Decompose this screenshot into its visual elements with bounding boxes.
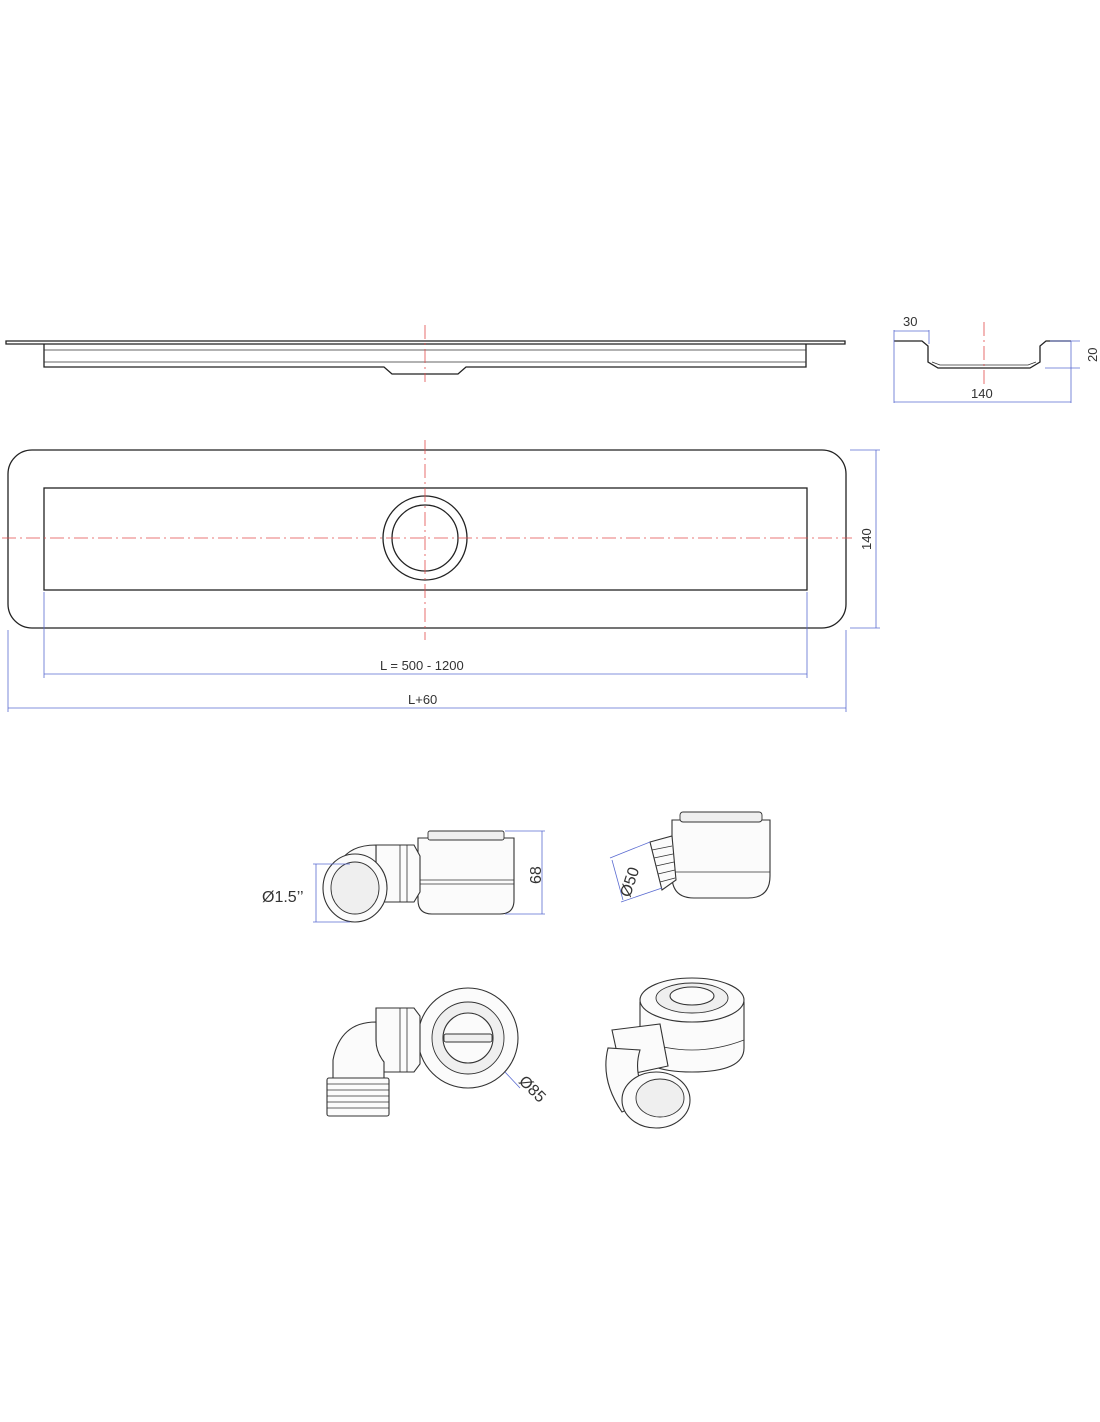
siphon-isometric-view — [605, 977, 745, 1129]
siphon-side-view: Ø1.5’’ 68 — [262, 830, 545, 923]
dim-drain-width: 140 — [859, 528, 874, 550]
siphon-top-cap — [427, 830, 505, 841]
plan-channel — [43, 487, 808, 591]
section-profile — [894, 340, 1071, 369]
siphon-top-view: Ø85 — [326, 987, 549, 1117]
plan-view: 140 L = 500 - 1200 L+60 — [2, 440, 880, 712]
siphon-rear-cap — [679, 811, 763, 823]
side-flange — [5, 340, 846, 345]
iso-outlet-inner — [635, 1078, 685, 1118]
dim-siphon-height: 68 — [528, 866, 545, 884]
dim-section-width: 140 — [971, 386, 993, 401]
cross-section: 30 20 140 — [893, 314, 1100, 403]
dim-channel-depth: 20 — [1085, 348, 1100, 362]
siphon-rear-view: Ø50 — [609, 811, 771, 903]
siphon-top-slot — [443, 1033, 493, 1043]
siphon-top-elbow — [332, 1021, 385, 1079]
dim-total-length: L+60 — [408, 692, 437, 707]
dim-body-85: Ø85 — [515, 1073, 548, 1106]
plan-outer-frame — [7, 449, 847, 629]
dim-outlet-50: Ø50 — [618, 865, 644, 899]
iso-top-grate — [669, 986, 715, 1006]
siphon-rear-outlet — [649, 835, 677, 891]
dim-line-outlet-50 — [611, 859, 624, 901]
siphon-top-thread — [326, 1077, 390, 1117]
siphon-outlet-inner — [330, 861, 380, 915]
dim-outlet-diameter: Ø1.5’’ — [262, 889, 304, 906]
dim-line-85 — [504, 1071, 521, 1089]
dim-length-range: L = 500 - 1200 — [380, 658, 464, 673]
siphon-rear-body — [671, 819, 771, 899]
siphon-body — [417, 837, 515, 915]
dim-flange-width: 30 — [903, 314, 917, 329]
side-elevation — [5, 325, 846, 382]
